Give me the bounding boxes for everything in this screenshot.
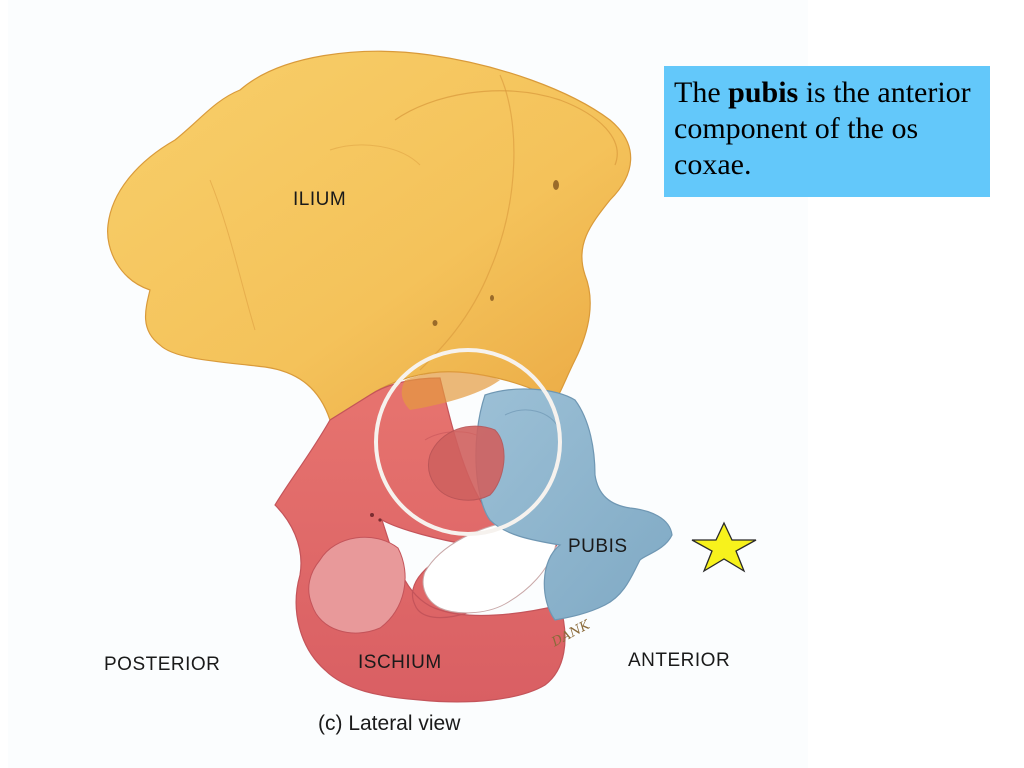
- foramen-mark: [378, 518, 381, 521]
- callout-box: The pubis is the anterior component of t…: [664, 66, 990, 197]
- nutrient-foramen: [553, 180, 559, 190]
- anterior-label: ANTERIOR: [628, 650, 730, 672]
- ilium-label: ILIUM: [293, 189, 346, 211]
- nutrient-foramen: [433, 320, 438, 326]
- foramen-mark: [370, 513, 374, 517]
- pubis-label: PUBIS: [568, 536, 628, 558]
- ischium-label: ISCHIUM: [358, 652, 442, 674]
- callout-text-before: The: [674, 76, 728, 109]
- star-icon: [688, 521, 760, 573]
- figure-caption: (c) Lateral view: [318, 712, 460, 736]
- posterior-label: POSTERIOR: [104, 654, 220, 676]
- callout-emphasis: pubis: [728, 76, 798, 109]
- star-shape: [692, 523, 756, 571]
- nutrient-foramen: [490, 295, 494, 301]
